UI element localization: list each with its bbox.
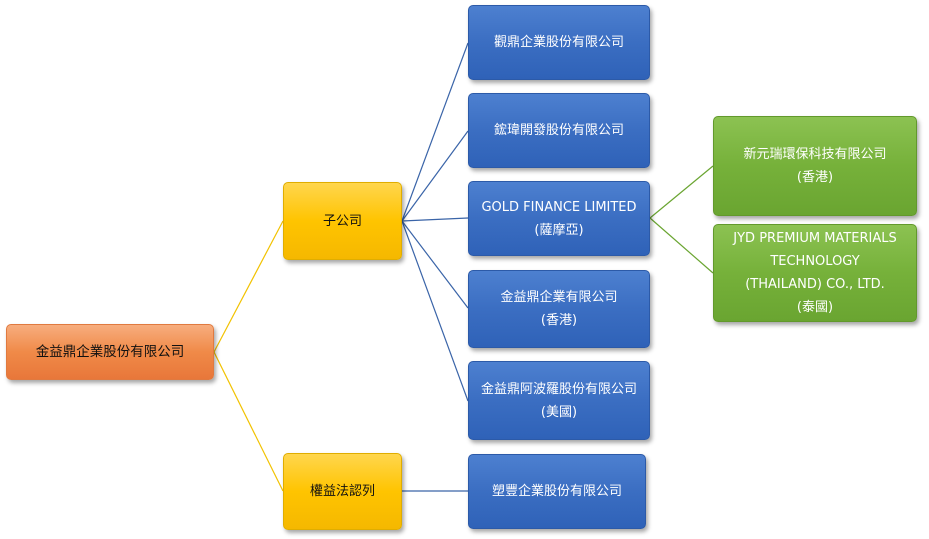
connector-sub-1 — [401, 42, 469, 222]
root-label: 金益鼎企業股份有限公司 — [35, 343, 185, 360]
connector-gf-1 — [649, 165, 714, 219]
subsidiary-label: 金益鼎企業有限公司 (香港) — [500, 290, 618, 328]
connector-sub-2 — [401, 130, 469, 222]
subsidiary-label: 觀鼎企業股份有限公司 — [493, 35, 624, 50]
subsidiary-node: 金益鼎企業有限公司 (香港) — [468, 270, 650, 348]
subsidiary-node-gold-finance: GOLD FINANCE LIMITED (薩摩亞) — [468, 181, 650, 256]
grandchild-label: JYD PREMIUM MATERIALS TECHNOLOGY (THAILA… — [733, 231, 897, 315]
connector-root-equity — [213, 351, 284, 492]
subsidiary-label: GOLD FINANCE LIMITED (薩摩亞) — [481, 199, 637, 238]
subsidiary-node: 鋐瑋開發股份有限公司 — [468, 93, 650, 168]
group-equity-method-label: 權益法認列 — [309, 484, 375, 499]
subsidiary-label: 金益鼎阿波羅股份有限公司 (美國) — [480, 381, 637, 420]
equity-method-node: 塑豐企業股份有限公司 — [468, 454, 646, 529]
grandchild-label: 新元瑞環保科技有限公司 (香港) — [743, 147, 887, 185]
connector-sub-5 — [401, 220, 469, 402]
subsidiary-node: 金益鼎阿波羅股份有限公司 (美國) — [468, 361, 650, 440]
connector-sub-3 — [401, 217, 469, 222]
grandchild-node: JYD PREMIUM MATERIALS TECHNOLOGY (THAILA… — [713, 224, 917, 322]
root-node: 金益鼎企業股份有限公司 — [6, 324, 214, 380]
group-subsidiaries: 子公司 — [283, 182, 402, 260]
subsidiary-node: 觀鼎企業股份有限公司 — [468, 5, 650, 80]
equity-method-label: 塑豐企業股份有限公司 — [491, 484, 622, 499]
connector-root-subsidiaries — [213, 220, 284, 353]
group-subsidiaries-label: 子公司 — [322, 213, 362, 229]
group-equity-method: 權益法認列 — [283, 453, 402, 530]
connector-gf-2 — [649, 217, 714, 274]
grandchild-node: 新元瑞環保科技有限公司 (香港) — [713, 116, 917, 216]
subsidiary-label: 鋐瑋開發股份有限公司 — [493, 123, 624, 138]
connector-sub-4 — [401, 220, 469, 309]
